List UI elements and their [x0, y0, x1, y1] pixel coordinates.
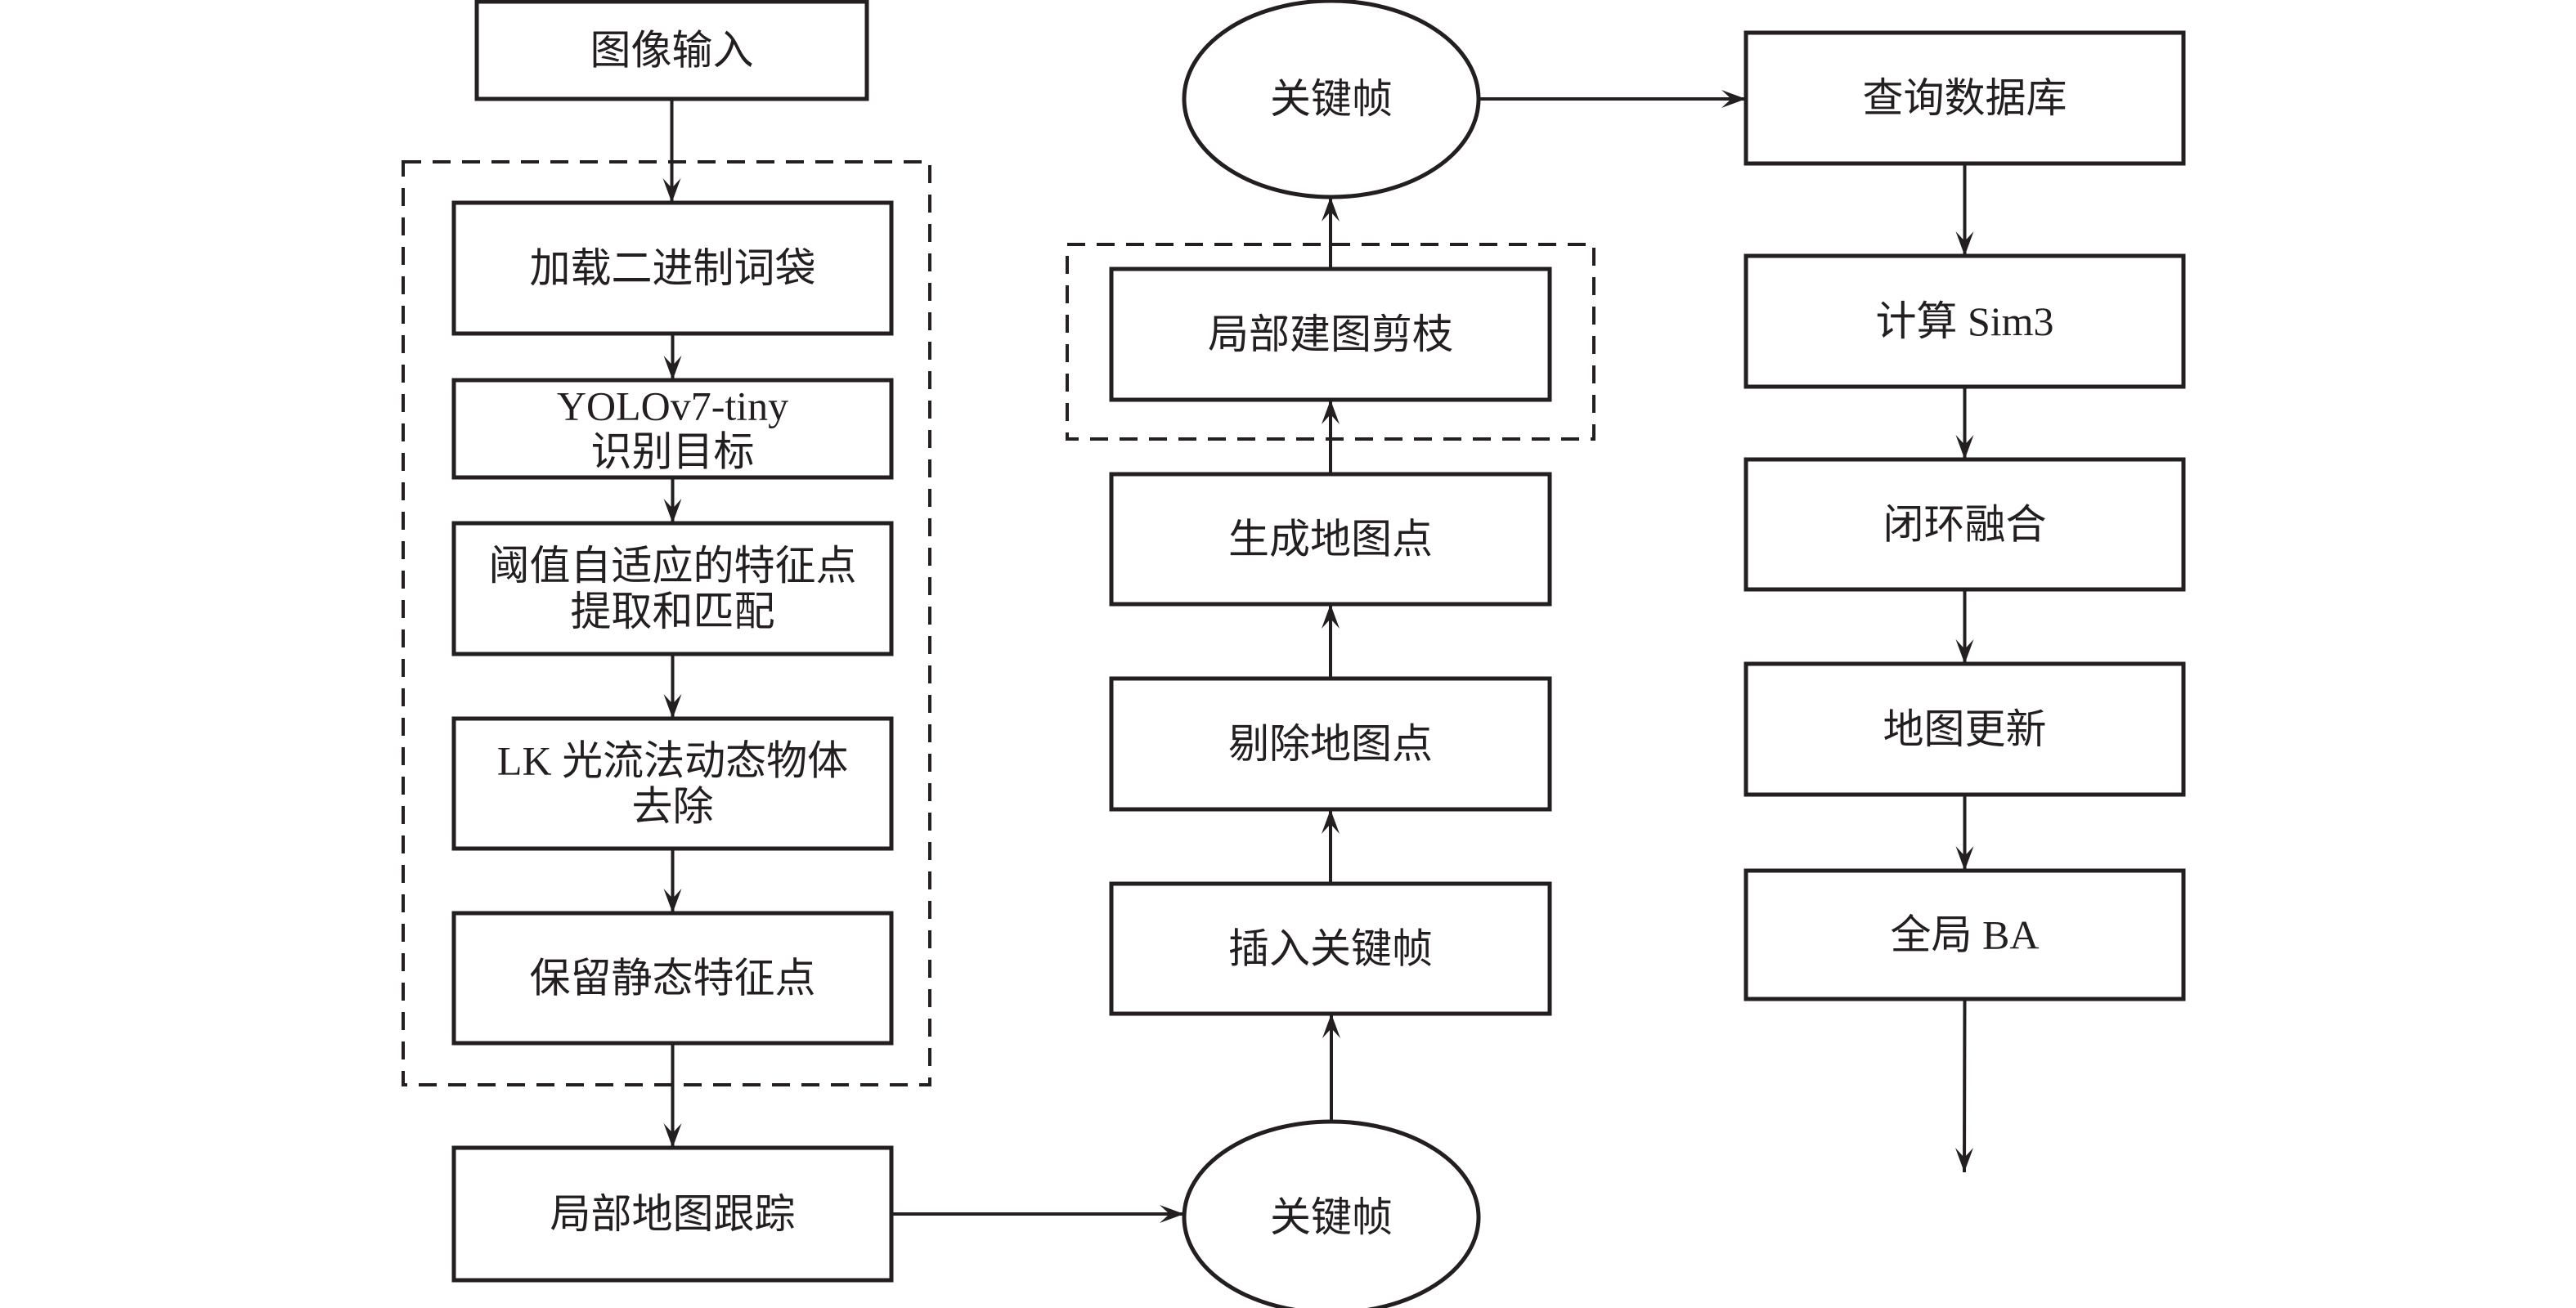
arrow-head	[1322, 604, 1340, 629]
node-label: 图像输入	[590, 28, 754, 74]
node-label: 去除	[632, 784, 714, 830]
node-label: LK 光流法动态物体	[497, 738, 848, 784]
edge-yolo-to-adaptive-features	[663, 477, 682, 523]
node-rect-shape	[1744, 457, 2186, 592]
node-map-update: 地图更新	[1744, 661, 2186, 797]
node-rect-shape	[451, 521, 894, 656]
node-label: 全局 BA	[1891, 912, 2040, 958]
node-label: YOLOv7-tiny	[557, 383, 788, 429]
node-load-bow: 加载二进制词袋	[451, 200, 894, 336]
node-rect-shape	[1744, 253, 2186, 389]
arrow-head	[663, 889, 682, 913]
node-label: 生成地图点	[1228, 517, 1433, 562]
node-label: 阈值自适应的特征点	[489, 543, 857, 589]
edge-map-update-to-global-ba	[1955, 795, 1974, 871]
edge-compute-sim3-to-loop-fusion	[1955, 387, 1974, 459]
node-rect-shape	[451, 200, 894, 336]
node-rect-shape	[1744, 868, 2186, 1001]
node-ellipse-shape	[1182, 0, 1481, 199]
node-rect-shape	[1109, 676, 1552, 812]
node-compute-sim3: 计算 Sim3	[1744, 253, 2186, 389]
arrow-head	[1955, 435, 1974, 459]
edge-load-bow-to-yolo	[663, 334, 682, 380]
edge-query-database-to-compute-sim3	[1955, 164, 1974, 256]
arrow-head	[1160, 1205, 1184, 1223]
arrow-head	[663, 1123, 682, 1148]
edge-lk-removal-to-keep-static	[663, 849, 682, 913]
node-label: 查询数据库	[1863, 75, 2067, 121]
edge-cull-map-points-to-create-map-points	[1322, 604, 1340, 679]
node-rect-shape	[1109, 472, 1552, 607]
node-rect-shape	[451, 716, 894, 851]
edge-keyframe-bottom-to-insert-keyframe	[1322, 1014, 1340, 1122]
arrow-head	[1955, 639, 1974, 664]
node-ellipse-shape	[1182, 1119, 1481, 1308]
node-keep-static: 保留静态特征点	[451, 911, 894, 1046]
arrow-head	[1955, 1148, 1973, 1172]
node-keyframe-top: 关键帧	[1182, 0, 1481, 199]
arrow-head	[1721, 90, 1746, 108]
arrow-head	[1322, 197, 1340, 222]
node-label: 计算 Sim3	[1875, 298, 2053, 344]
arrow-head	[663, 499, 682, 523]
node-label: 关键帧	[1270, 1194, 1393, 1240]
node-local-mapping-pruning: 局部建图剪枝	[1109, 267, 1552, 402]
node-label: 闭环融合	[1883, 502, 2047, 548]
node-loop-fusion: 闭环融合	[1744, 457, 2186, 592]
node-label: 插入关键帧	[1228, 926, 1433, 972]
node-rect-shape	[1744, 30, 2186, 166]
edge-local-map-tracking-to-keyframe-bottom	[891, 1205, 1184, 1223]
edge-line	[1963, 998, 1967, 1173]
node-label: 保留静态特征点	[530, 956, 816, 1001]
node-label: 局部建图剪枝	[1208, 311, 1453, 357]
edge-insert-keyframe-to-cull-map-points	[1322, 809, 1340, 884]
node-rect-shape	[451, 911, 894, 1046]
arrow-head	[663, 356, 682, 380]
arrow-head	[1955, 846, 1974, 871]
node-rect-shape	[1744, 661, 2186, 797]
node-rect-shape	[1109, 881, 1552, 1016]
edge-create-map-points-to-local-mapping-pruning	[1322, 400, 1340, 474]
arrow-head	[663, 694, 682, 719]
arrow-head	[662, 178, 681, 203]
node-rect-shape	[474, 0, 869, 101]
node-local-map-tracking: 局部地图跟踪	[451, 1145, 894, 1283]
node-label: 地图更新	[1883, 706, 2047, 752]
node-label: 剔除地图点	[1228, 721, 1433, 767]
node-insert-keyframe: 插入关键帧	[1109, 881, 1552, 1016]
arrow-head	[1322, 809, 1340, 834]
node-global-ba: 全局 BA	[1744, 868, 2186, 1001]
edge-keyframe-top-to-query-database	[1479, 90, 1746, 108]
node-create-map-points: 生成地图点	[1109, 472, 1552, 607]
arrow-head	[1322, 1014, 1340, 1038]
node-label: 局部地图跟踪	[550, 1191, 796, 1237]
node-rect-shape	[1109, 267, 1552, 402]
arrow-head	[1322, 400, 1340, 424]
edges	[662, 90, 1974, 1223]
node-rect-shape	[451, 378, 894, 480]
edge-keep-static-to-local-map-tracking	[663, 1043, 682, 1148]
edge-global-ba-to-continue	[1955, 998, 1973, 1173]
edge-image-input-to-load-bow	[662, 99, 681, 203]
node-label: 关键帧	[1270, 76, 1393, 122]
node-cull-map-points: 剔除地图点	[1109, 676, 1552, 812]
node-label: 识别目标	[591, 429, 755, 475]
group-frame-tracking-group	[402, 160, 931, 1086]
node-rect-shape	[451, 1145, 894, 1283]
node-query-database: 查询数据库	[1744, 30, 2186, 166]
edge-local-mapping-pruning-to-keyframe-top	[1322, 197, 1340, 269]
arrow-head	[1955, 231, 1974, 256]
node-image-input: 图像输入	[474, 0, 869, 101]
node-label: 提取和匹配	[571, 589, 775, 634]
edge-adaptive-features-to-lk-removal	[663, 654, 682, 719]
edge-loop-fusion-to-map-update	[1955, 589, 1974, 664]
node-keyframe-bottom: 关键帧	[1182, 1119, 1481, 1308]
node-label: 加载二进制词袋	[530, 245, 816, 291]
